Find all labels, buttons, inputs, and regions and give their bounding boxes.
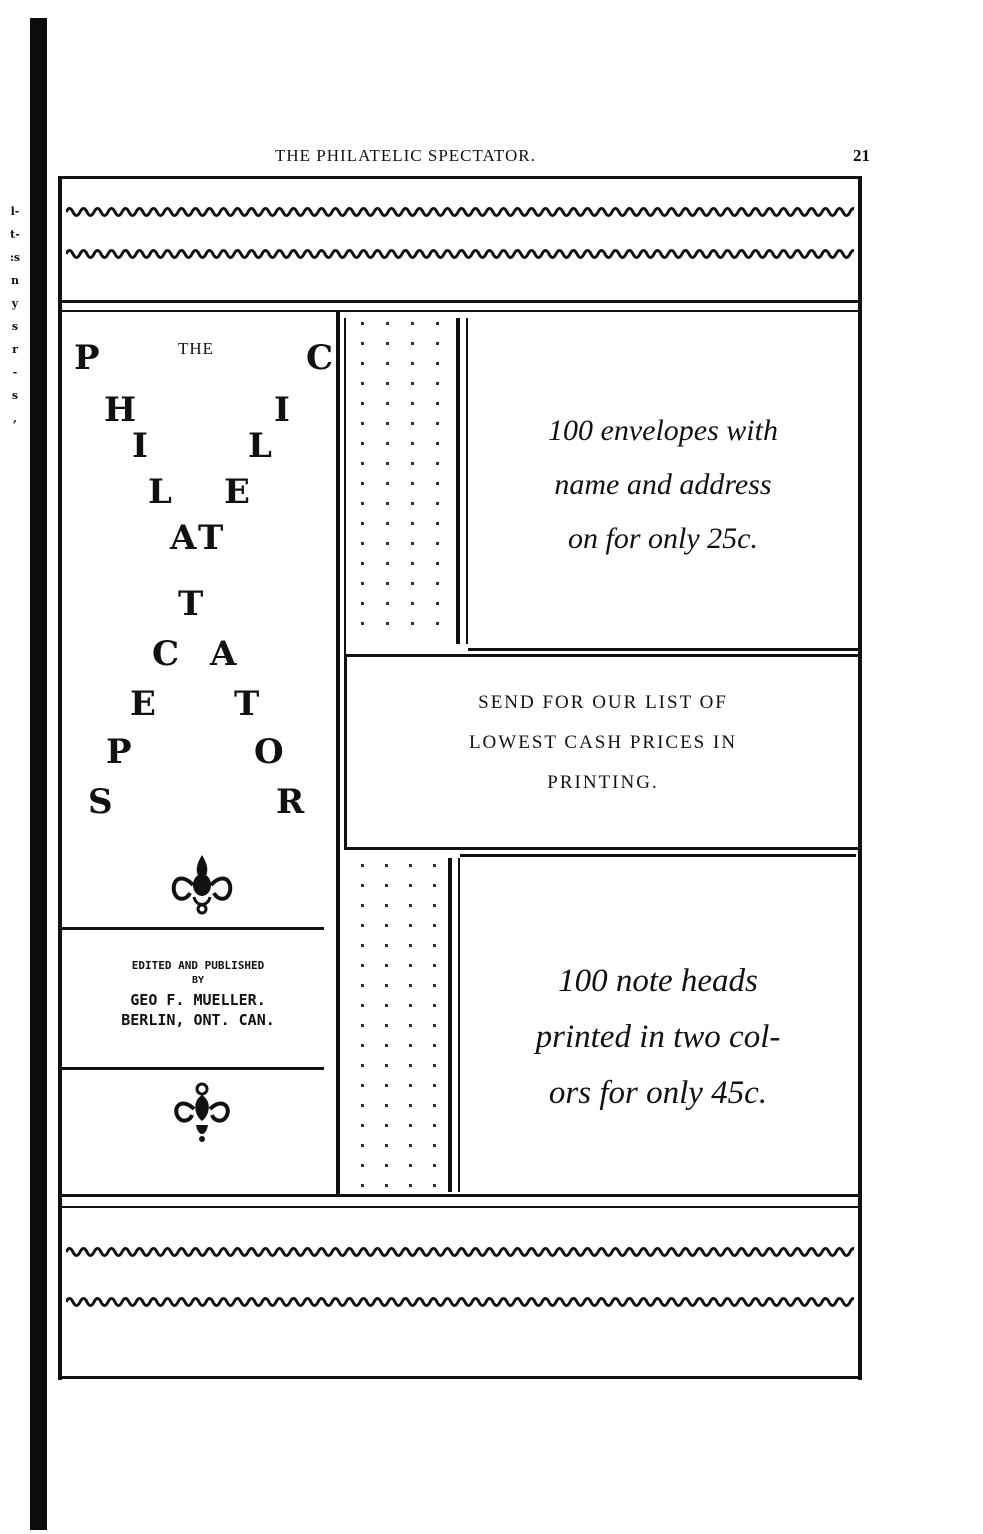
margin-fragment: t- [10, 228, 20, 241]
ad-envelopes-line: 100 envelopes with [548, 414, 778, 447]
ad-price-list-line: SEND FOR OUR LIST OF [478, 692, 728, 713]
margin-fragment: s [11, 389, 19, 402]
margin-fragment: - [12, 366, 18, 379]
page-number: 21 [853, 146, 870, 165]
column-rule-main [336, 310, 340, 1196]
ad-price-list: SEND FOR OUR LIST OF LOWEST CASH PRICES … [344, 654, 859, 850]
running-head: THE PHILATELIC SPECTATOR. 21 [60, 146, 870, 168]
advertisement-frame [58, 176, 862, 1380]
dotted-column-bottom [350, 864, 446, 1190]
masthead-letter: I [274, 390, 290, 430]
masthead-letter: T [234, 684, 260, 724]
masthead-rule-1 [62, 927, 324, 930]
masthead-the: THE [178, 339, 215, 358]
column-rule-bottom-right-1 [448, 858, 452, 1192]
credit-line-by: BY [191, 975, 205, 986]
dot-line [384, 864, 388, 1190]
ad-price-list-line: PRINTING. [547, 772, 659, 793]
fleuron-ornament-icon [171, 855, 233, 915]
margin-fragment: l- [10, 205, 20, 218]
ad-envelopes-line: on for only 25c. [568, 522, 758, 555]
credit-line-location: BERLIN, ONT. CAN. [121, 1011, 275, 1029]
margin-fragment: r [12, 343, 18, 356]
credit-line-editor-name: GEO F. MUELLER. [130, 991, 266, 1009]
dot-line [360, 864, 364, 1190]
ad-noteheads-line: ors for only 45c. [548, 1075, 768, 1111]
column-rule-bottom-right-2 [458, 858, 460, 1192]
masthead-letter: L [148, 472, 172, 512]
wave-border-top-2 [66, 246, 854, 262]
masthead-letter: T [178, 584, 204, 624]
column-rule-inner [344, 318, 346, 658]
masthead-letter: S [88, 782, 113, 822]
margin-fragment: , [13, 412, 17, 425]
column-rule-top-right-2 [466, 318, 468, 644]
masthead-letter: A [170, 518, 197, 558]
masthead-letter: T [198, 518, 224, 558]
masthead-panel: THE P C H I I L L E A T T C A E T P O S … [62, 315, 334, 1195]
masthead-letter: P [74, 338, 100, 378]
dot-line [432, 864, 436, 1190]
masthead-letter: I [132, 426, 148, 466]
wave-border-top-1 [66, 204, 854, 220]
masthead-letter: L [248, 426, 272, 466]
running-title: THE PHILATELIC SPECTATOR. [275, 146, 536, 165]
frame-rule-upper-2 [62, 310, 858, 312]
frame-rule-top [62, 176, 858, 179]
dot-line [408, 864, 412, 1190]
masthead-letter: P [106, 732, 132, 772]
ad-price-list-line: LOWEST CASH PRICES IN [468, 732, 738, 753]
frame-rule-bottom [62, 1376, 858, 1379]
masthead-letter: C [152, 634, 180, 674]
credit-line-edited: EDITED AND PUBLISHED [131, 959, 265, 972]
masthead-rule-2 [62, 1067, 324, 1070]
wave-border-bottom-1 [66, 1244, 854, 1260]
ad-noteheads: 100 note heads printed in two col- ors f… [460, 854, 856, 1195]
ad-noteheads-line: printed in two col- [535, 1019, 781, 1055]
masthead-letter: H [104, 390, 137, 430]
dot-line [436, 322, 439, 642]
dot-line [361, 322, 364, 642]
frame-rule-lower-2 [62, 1206, 858, 1208]
ad-envelopes-line: name and address [554, 468, 772, 501]
frame-rule-lower-1 [62, 1194, 858, 1197]
dotted-column-top [350, 322, 450, 642]
masthead-letter: O [254, 732, 284, 772]
margin-fragment: n [11, 274, 19, 287]
dot-line [411, 322, 414, 642]
margin-fragment: s [11, 320, 19, 333]
masthead-letter: R [276, 782, 305, 822]
margin-fragment: :s [9, 251, 21, 264]
margin-fragment: y [11, 297, 19, 310]
masthead-letter: C [306, 338, 334, 378]
masthead-letter: E [130, 684, 156, 724]
wave-border-bottom-2 [66, 1294, 854, 1310]
margin-fragments: l- t- :s n y s r - s , [4, 200, 26, 430]
masthead-letter: A [210, 634, 237, 674]
fleuron-ornament-icon [174, 1082, 230, 1142]
page-spine-shadow [30, 18, 47, 1530]
frame-rule-upper-1 [62, 300, 858, 303]
ad-envelopes: 100 envelopes with name and address on f… [468, 318, 861, 651]
dot-line [386, 322, 389, 642]
ad-noteheads-line: 100 note heads [558, 963, 758, 999]
masthead-letter: E [224, 472, 250, 512]
column-rule-top-right-1 [456, 318, 460, 644]
